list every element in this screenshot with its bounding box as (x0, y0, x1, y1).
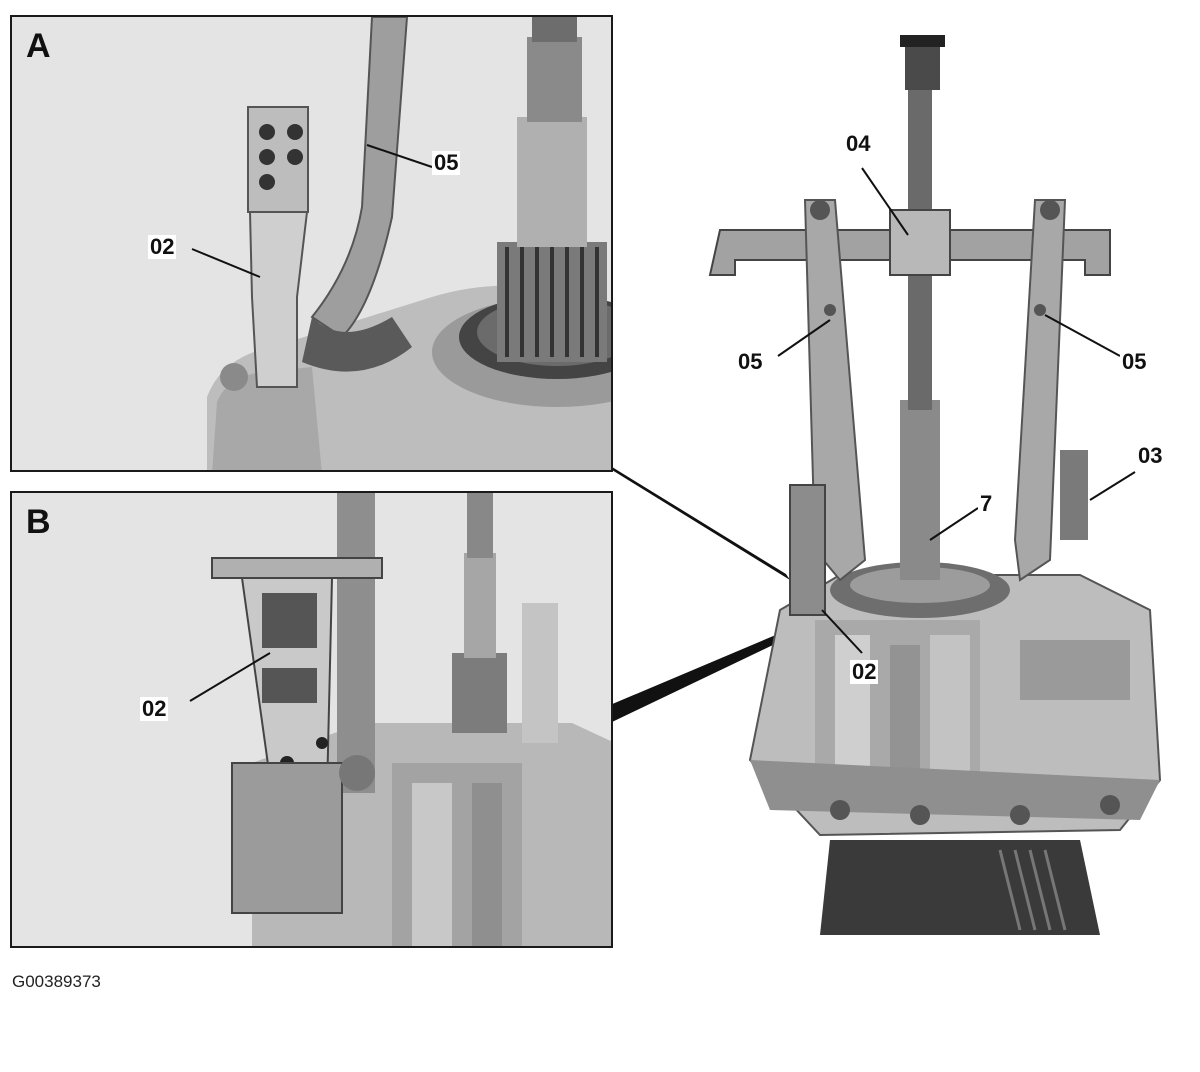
figure-id: G00389373 (12, 972, 101, 991)
panel-a-letter: A (26, 27, 51, 65)
callout-7-shaft: 7 (978, 491, 995, 516)
callout-05-arm-left: 05 (736, 349, 765, 374)
main-assembly-illustration (708, 35, 1162, 935)
callout-04-puller: 04 (844, 131, 873, 156)
callout-02-bracket: 02 (148, 234, 177, 259)
panel-b-letter: B (26, 503, 51, 541)
panel-a-illustration (12, 17, 611, 470)
main-assembly-view: 04 05 05 03 7 02 (600, 20, 1190, 950)
callout-05-arm-right: 05 (1120, 349, 1149, 374)
callout-02-bracket: 02 (140, 696, 169, 721)
callout-02-bracket: 02 (850, 659, 879, 684)
detail-panel-b: B 02 (10, 491, 613, 948)
detail-panel-a: A 02 05 (10, 15, 613, 472)
callout-03-support: 03 (1136, 443, 1165, 468)
panel-b-illustration (12, 493, 611, 946)
callout-05-puller-arm: 05 (432, 150, 461, 175)
